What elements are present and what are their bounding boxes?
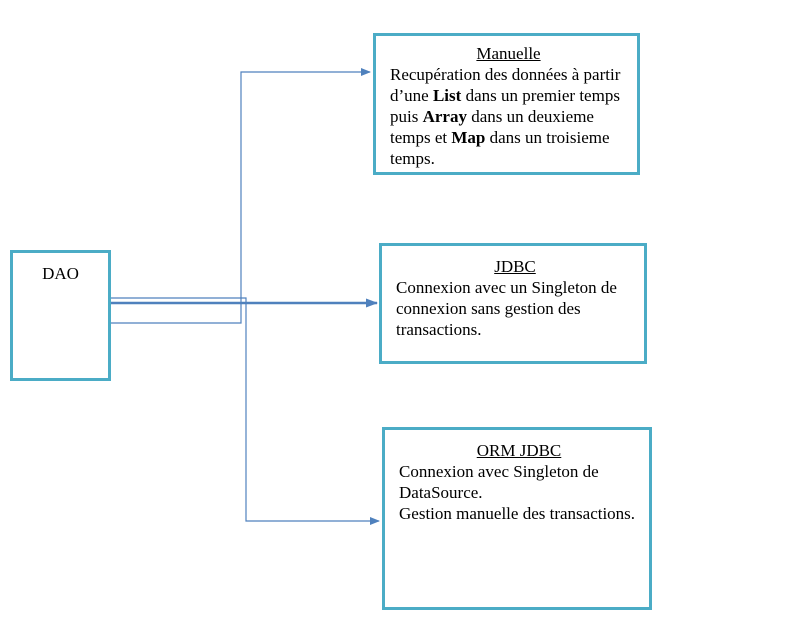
dao-label: DAO — [42, 264, 79, 283]
jdbc-box: JDBC Connexion avec un Singleton de conn… — [379, 243, 647, 364]
manuelle-box: Manuelle Recupération des données à part… — [373, 33, 640, 175]
connector-to-manuelle — [110, 68, 371, 324]
orm-jdbc-line-2: Gestion manuelle des transactions. — [399, 504, 636, 523]
dao-box: DAO — [10, 250, 111, 381]
manuelle-bold-array: Array — [422, 107, 467, 126]
manuelle-text-2: dans un premier temps puis — [390, 86, 620, 126]
manuelle-body: Recupération des données à partir d’une … — [390, 64, 627, 169]
orm-jdbc-box: ORM JDBC Connexion avec Singleton de Dat… — [382, 427, 652, 610]
jdbc-title: JDBC — [494, 257, 536, 276]
manuelle-bold-list: List — [432, 86, 462, 105]
connector-to-orm-jdbc — [110, 297, 380, 525]
orm-jdbc-line-1: Connexion avec Singleton de DataSource. — [399, 462, 599, 502]
manuelle-title: Manuelle — [476, 44, 541, 63]
manuelle-text-4: dans un troisieme temps. — [390, 128, 610, 168]
jdbc-body: Connexion avec un Singleton de connexion… — [396, 278, 617, 339]
manuelle-text-3: dans un deuxieme temps et — [390, 107, 594, 147]
orm-jdbc-title: ORM JDBC — [476, 441, 562, 460]
manuelle-text-1: Recupération des données à partir d’une — [390, 65, 621, 105]
manuelle-bold-map: Map — [451, 128, 486, 147]
